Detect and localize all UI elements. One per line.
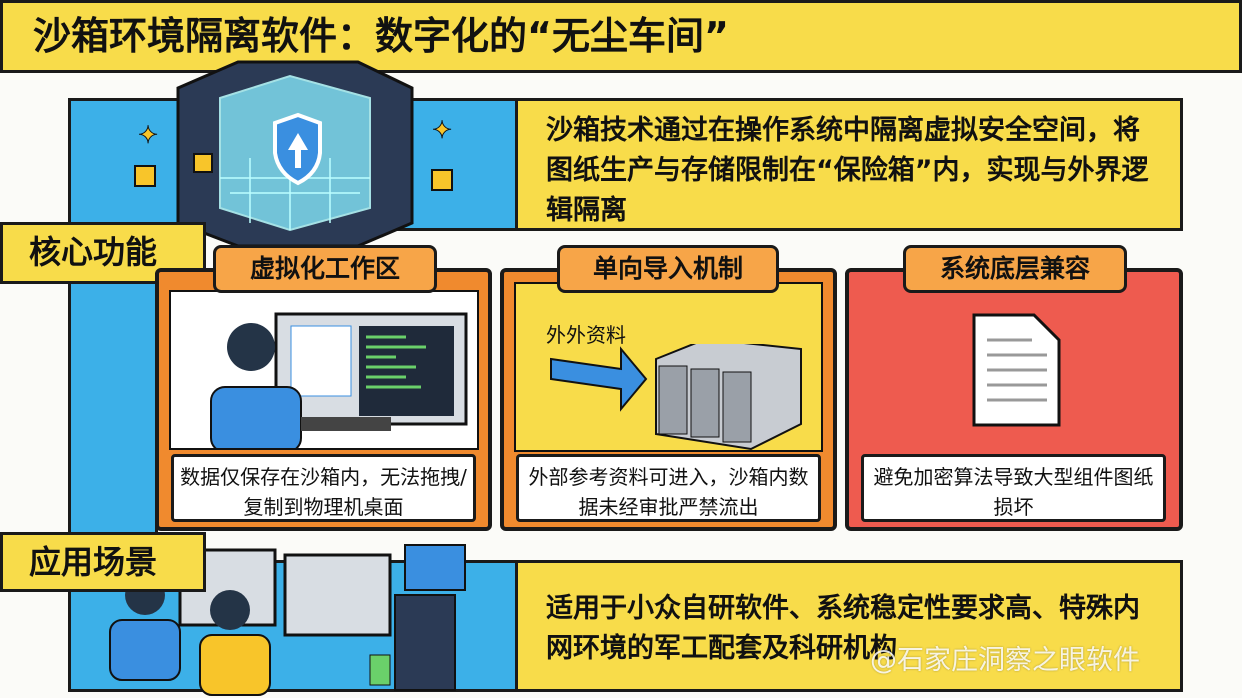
card-title: 系统底层兼容 — [903, 245, 1127, 293]
arrow-label: 外外资料 — [546, 323, 626, 347]
intro-text: 沙箱技术通过在操作系统中隔离虚拟安全空间，将图纸生产与存储限制在“保险箱”内，实… — [515, 98, 1183, 231]
card-caption: 避免加密算法导致大型组件图纸损坏 — [861, 454, 1166, 522]
import-illustration: 外外资料 — [514, 282, 823, 452]
section-label-applications: 应用场景 — [0, 532, 206, 592]
card-caption: 数据仅保存在沙箱内，无法拖拽/复制到物理机桌面 — [171, 454, 476, 522]
document-icon — [972, 313, 1061, 427]
card-caption: 外部参考资料可进入，沙箱内数据未经审批严禁流出 — [516, 454, 821, 522]
svg-text:✦: ✦ — [138, 121, 158, 149]
card-virtual-workspace: 数据仅保存在沙箱内，无法拖拽/复制到物理机桌面 — [155, 268, 492, 531]
workspace-illustration — [169, 290, 479, 450]
section-label-core: 核心功能 — [0, 222, 206, 284]
office-illustration — [109, 544, 466, 696]
applications-text: 适用于小众自研软件、系统稳定性要求高、特殊内网环境的军工配套及科研机构 — [515, 560, 1183, 692]
card-title: 虚拟化工作区 — [213, 245, 437, 293]
page-title: 沙箱环境隔离软件：数字化的“无尘车间” — [0, 0, 1242, 73]
sandbox-cube-icon: ✦ ✦ — [134, 60, 453, 248]
watermark: @石家庄洞察之眼软件 — [870, 645, 1140, 676]
card-one-way-import: 外外资料 外部参考资料可进入，沙箱内数据未经审批严禁流出 — [500, 268, 837, 531]
card-system-compat: 避免加密算法导致大型组件图纸损坏 — [845, 268, 1183, 531]
svg-text:✦: ✦ — [432, 116, 452, 144]
card-title: 单向导入机制 — [557, 245, 779, 293]
server-icon — [550, 344, 802, 451]
